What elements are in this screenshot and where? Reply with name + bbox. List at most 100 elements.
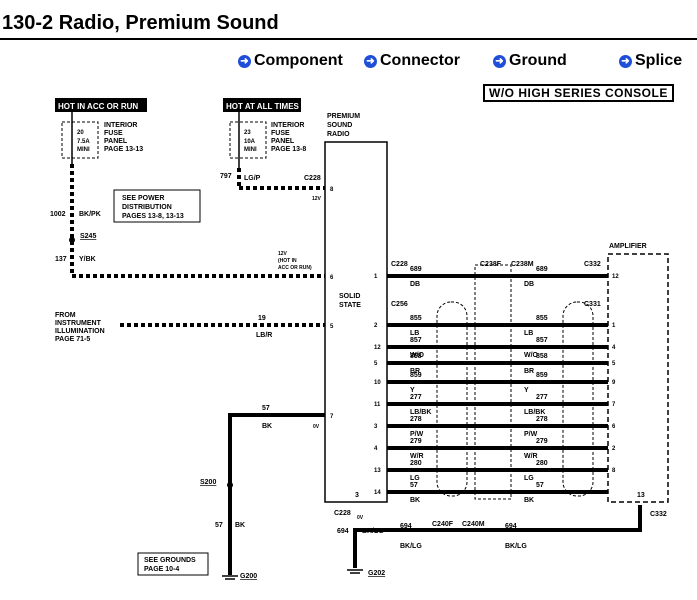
connector-c238m[interactable]: C238M — [511, 261, 534, 268]
arrow-icon: ➜ — [238, 55, 251, 68]
hot-all-label: HOT AT ALL TIMES — [226, 102, 300, 111]
wire-57-num: 57 — [262, 405, 270, 412]
speaker-wire-color: LB/BK — [524, 409, 545, 416]
wire-19-num: 19 — [258, 315, 266, 322]
radio-pin: 4 — [374, 446, 378, 452]
speaker-wire-num: 277 — [410, 394, 422, 401]
radio-pin: 11 — [374, 402, 381, 408]
hot-acc-banner — [55, 98, 147, 112]
wire-57-color: BK — [235, 522, 245, 529]
splice-s245[interactable]: S245 — [80, 233, 96, 240]
speaker-wire-num: 689 — [536, 266, 548, 273]
connector-c238f[interactable]: C238F — [480, 261, 502, 268]
speaker-wire-color: P/W — [410, 431, 424, 438]
speaker-wire-color: BR — [524, 368, 534, 375]
splice-dot — [227, 482, 233, 488]
see-grounds-text: SEE GROUNDS — [144, 557, 196, 564]
speaker-wire-num: 278 — [410, 416, 422, 423]
ifp-label: PANEL — [104, 138, 128, 145]
fuse-20-rating: 7.5A — [77, 139, 90, 145]
ground-g202[interactable]: G202 — [368, 570, 385, 577]
connector-c331[interactable]: C331 — [584, 301, 601, 308]
radio-pin: 1 — [374, 274, 378, 280]
speaker-wire-num: 855 — [536, 315, 548, 322]
speaker-wire-num: 277 — [536, 394, 548, 401]
wire-694-color: BK/LG — [400, 543, 422, 550]
solid-state-label: SOLID — [339, 293, 360, 300]
connector-c228[interactable]: C228 — [304, 175, 321, 182]
speaker-wire-color: DB — [524, 281, 534, 288]
legend-ground[interactable]: ➜Ground — [493, 52, 567, 70]
voltage-label: 0V — [357, 515, 364, 521]
fuse-23-box — [229, 121, 267, 159]
connector-c228[interactable]: C228 — [391, 261, 408, 268]
twist-oval — [436, 301, 468, 497]
ifp-label: FUSE — [271, 130, 290, 137]
wire-137-color: Y/BK — [79, 256, 96, 263]
splice-s200[interactable]: S200 — [200, 479, 216, 486]
title-rule — [0, 38, 697, 40]
amplifier-body[interactable] — [607, 253, 669, 503]
amp-pin: 1 — [612, 323, 616, 329]
ground-g200[interactable]: G200 — [240, 573, 257, 580]
wire-57-num: 57 — [215, 522, 223, 529]
fuse-23-rating: 10A — [244, 139, 256, 145]
wire-137-num: 137 — [55, 256, 67, 263]
ifp-label: FUSE — [104, 130, 123, 137]
instr-illum-text: PAGE 71-5 — [55, 336, 90, 343]
instr-illum-text: ILLUMINATION — [55, 328, 105, 335]
see-grounds-box[interactable] — [137, 552, 209, 576]
connector-c332[interactable]: C332 — [584, 261, 601, 268]
radio-pin-5: 5 — [330, 324, 334, 330]
hot-acc-small: (HOT IN — [278, 258, 297, 264]
radio-pin-8: 8 — [330, 187, 334, 193]
radio-body[interactable] — [324, 141, 388, 503]
speaker-wire-color: W/R — [410, 453, 424, 460]
fuse-23-type: MINI — [244, 147, 257, 153]
legend-connector[interactable]: ➜Connector — [364, 52, 460, 70]
legend-connector-label: Connector — [380, 52, 460, 69]
arrow-icon: ➜ — [619, 55, 632, 68]
radio-pin: 10 — [374, 380, 381, 386]
speaker-wire-color: W/O — [524, 352, 539, 359]
ifp-page: PAGE 13-8 — [271, 146, 306, 153]
hot-acc-small: ACC OR RUN) — [278, 265, 312, 271]
connector-c256[interactable]: C256 — [391, 301, 408, 308]
hot-all-banner — [223, 98, 301, 112]
connector-c240m[interactable]: C240M — [462, 521, 485, 528]
radio-pin: 5 — [374, 361, 378, 367]
wire-694 — [353, 505, 642, 568]
fuse-20-type: MINI — [77, 147, 90, 153]
radio-label: PREMIUM — [327, 113, 360, 120]
see-power-box[interactable] — [113, 189, 201, 223]
connector-c332[interactable]: C332 — [650, 511, 667, 518]
hot-acc-label: HOT IN ACC OR RUN — [58, 102, 138, 111]
connector-c228[interactable]: C228 — [334, 510, 351, 517]
arrow-icon: ➜ — [493, 55, 506, 68]
amplifier-label: AMPLIFIER — [609, 243, 647, 250]
twist-oval — [562, 301, 594, 497]
wire-19-color: LB/R — [256, 332, 272, 339]
wire-694-color: BK/LG — [362, 528, 384, 535]
radio-pin: 3 — [374, 424, 378, 430]
speaker-wire-color: DB — [410, 281, 420, 288]
radio-pin-6: 6 — [330, 275, 334, 281]
legend-splice[interactable]: ➜Splice — [619, 52, 682, 70]
speaker-wire-num: 57 — [536, 482, 544, 489]
voltage-label: 12V — [312, 196, 322, 202]
speaker-wire-num: 858 — [536, 353, 548, 360]
speaker-wire-color: BR — [410, 368, 420, 375]
speaker-wire-color: LG — [524, 475, 534, 482]
solid-state-label: STATE — [339, 302, 361, 309]
wire-57-color: BK — [262, 423, 272, 430]
speaker-wire-color: BK — [410, 497, 420, 504]
legend-component[interactable]: ➜Component — [238, 52, 343, 70]
amp-pin: 4 — [612, 345, 616, 351]
radio-pin: 12 — [374, 345, 381, 351]
connector-c240f[interactable]: C240F — [432, 521, 454, 528]
ifp-label: INTERIOR — [104, 122, 137, 129]
wire-694-num: 694 — [337, 528, 349, 535]
speaker-wire-num: 280 — [410, 460, 422, 467]
speaker-wire-num: 280 — [536, 460, 548, 467]
